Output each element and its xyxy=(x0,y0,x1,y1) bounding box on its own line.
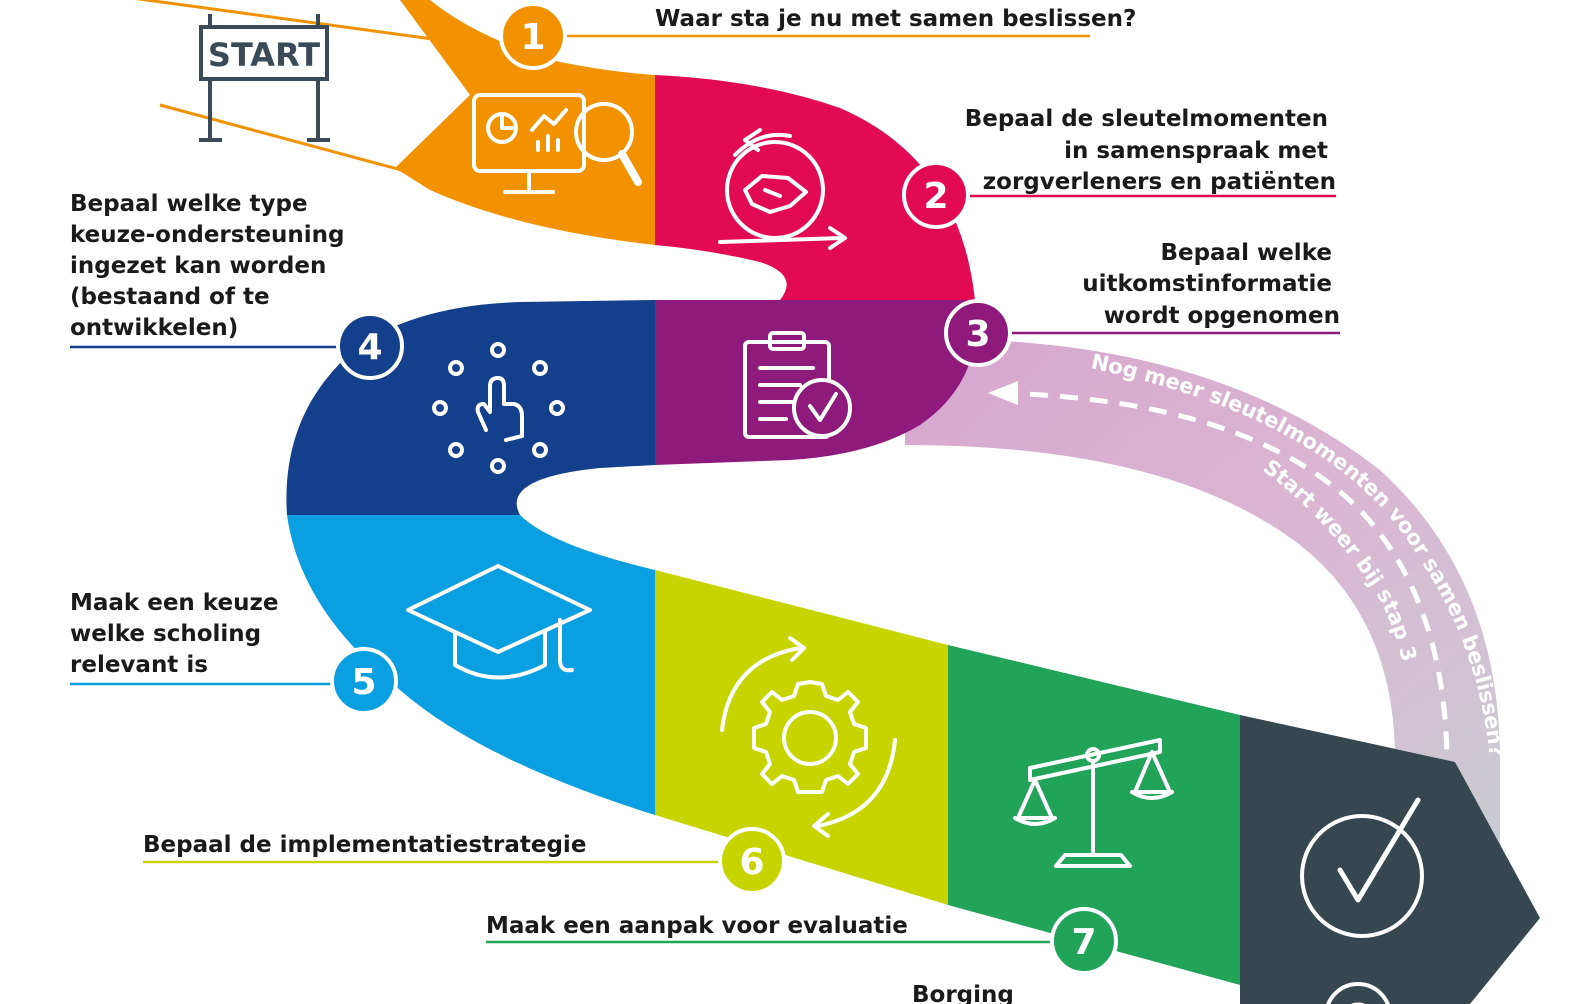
svg-text:8: 8 xyxy=(1345,997,1370,1004)
checkmark-circle-icon xyxy=(1300,797,1424,938)
gear-cycle-icon xyxy=(720,636,897,838)
step-badge-8: 8 xyxy=(1326,982,1390,1004)
road-segment-5 xyxy=(287,515,655,815)
svg-text:1: 1 xyxy=(520,17,545,58)
svg-text:7: 7 xyxy=(1071,922,1096,963)
step-label-6: Bepaal de implementatiestrategie xyxy=(143,832,586,858)
handshake-cycle-icon xyxy=(718,128,847,250)
step-label-1: Waar sta je nu met samen beslissen? xyxy=(655,6,1136,32)
step-badge-4: 4 xyxy=(336,312,404,380)
road-segment-8 xyxy=(1240,715,1540,1004)
balance-scale-icon xyxy=(1013,738,1174,868)
svg-text:2: 2 xyxy=(923,176,948,217)
svg-text:6: 6 xyxy=(739,842,764,883)
start-label: START xyxy=(208,36,320,74)
touch-hand-icon xyxy=(432,342,565,474)
step-label-3: Bepaal welke uitkomstinformatie wordt op… xyxy=(1082,240,1340,329)
svg-text:3: 3 xyxy=(965,314,990,355)
label-lines xyxy=(70,34,1340,944)
step-label-8: Borging xyxy=(912,982,1014,1004)
road-segment-2 xyxy=(655,75,975,300)
clipboard-check-icon xyxy=(743,331,852,439)
graduation-cap-icon xyxy=(406,564,592,680)
svg-text:4: 4 xyxy=(357,327,382,368)
svg-text:5: 5 xyxy=(351,662,376,703)
monitor-chart-magnifier-icon xyxy=(472,93,642,194)
step-badge-7: 7 xyxy=(1050,907,1118,975)
road-segment-1 xyxy=(395,0,655,245)
step-badge-5: 5 xyxy=(330,647,398,715)
step-badge-1: 1 xyxy=(499,2,567,70)
road-segment-6 xyxy=(655,570,948,905)
step-label-7: Maak een aanpak voor evaluatie xyxy=(486,913,908,939)
start-sign: START xyxy=(135,0,441,177)
step-label-5: Maak een keuze welke scholing relevant i… xyxy=(70,590,286,678)
step-badge-2: 2 xyxy=(902,161,970,229)
step-label-4: Bepaal welke type keuze-ondersteuning in… xyxy=(70,191,353,341)
step-badge-3: 3 xyxy=(944,299,1012,367)
step-badge-6: 6 xyxy=(718,827,786,895)
step-label-2: Bepaal de sleutelmomenten in samenspraak… xyxy=(965,106,1336,195)
